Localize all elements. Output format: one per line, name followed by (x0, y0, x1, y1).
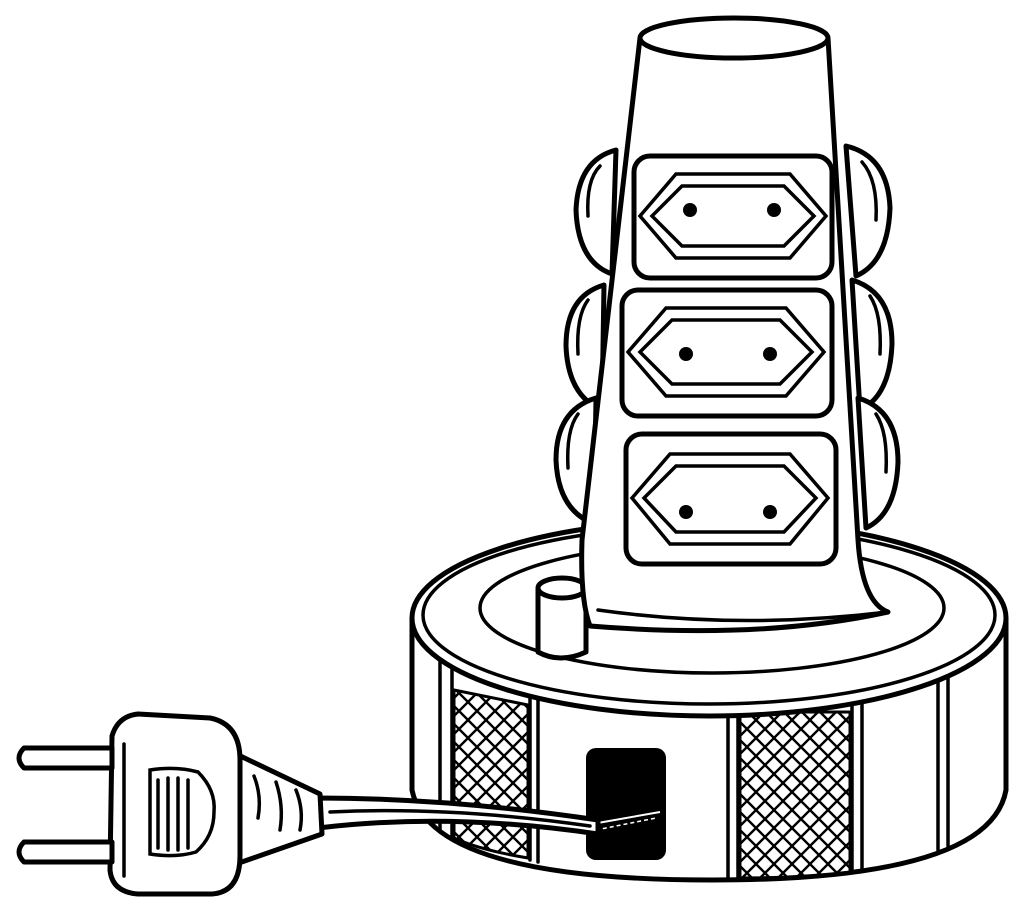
mesh-vent-left (452, 688, 530, 860)
outlet-hole (683, 203, 697, 217)
outlet-hole (679, 347, 693, 361)
outlet-hole (767, 203, 781, 217)
power-cord (315, 795, 601, 837)
base-knob (535, 575, 589, 661)
plug-grip (148, 766, 216, 858)
outlet-hole (763, 505, 777, 519)
outlet-hole (763, 347, 777, 361)
plug (107, 711, 325, 897)
outlet-socket-2 (619, 287, 835, 419)
outlet-hole (679, 505, 693, 519)
mesh-vent-right (738, 710, 852, 880)
side-socket-group-right (843, 143, 901, 531)
outlet-socket-3 (623, 431, 839, 567)
outlet-socket-1 (631, 153, 835, 281)
plug-prongs (16, 745, 115, 865)
switch-panel (586, 748, 666, 860)
